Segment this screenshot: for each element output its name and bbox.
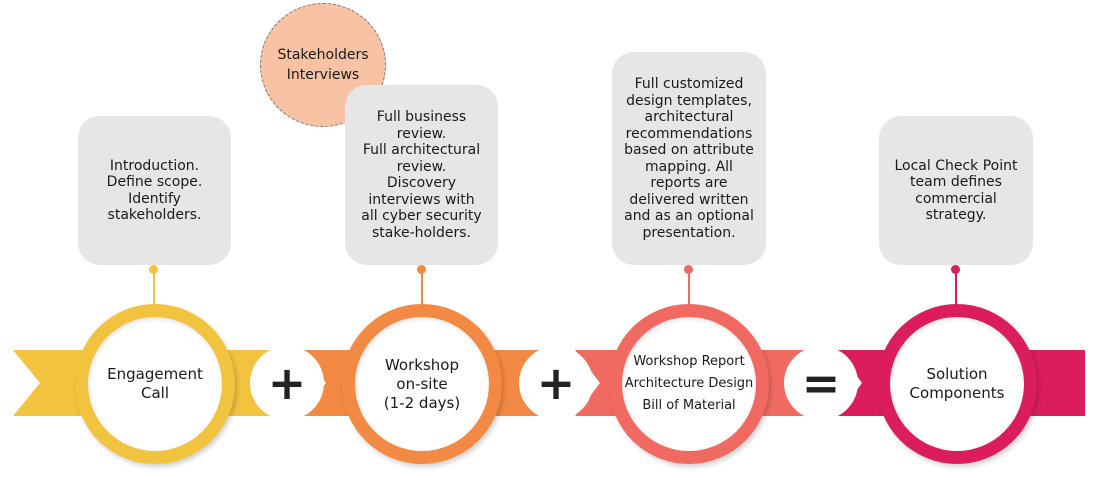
step-1-title-line: Call (140, 384, 169, 402)
step-3-card-line: design templates, (626, 92, 752, 109)
step-2-card: Full business review. Full architectural… (345, 85, 498, 265)
step-4-card: Local Check Point team defines commercia… (879, 116, 1033, 265)
step-4-card-line: team defines (910, 174, 1002, 190)
step-1-card-line: stakeholders. (107, 207, 202, 223)
step-2-card-line: review. (396, 125, 447, 142)
step-1-card-line: Define scope. (106, 174, 203, 190)
step-1-connector-dot (149, 265, 158, 274)
bubble-line-1: Stakeholders (277, 47, 369, 63)
step-1-card-line: Introduction. (109, 157, 200, 174)
step-2-title-line: on-site (396, 374, 448, 393)
step-3-title-line: Workshop Report (633, 354, 745, 369)
step-2-circle: Workshop on-site (1-2 days) (342, 304, 502, 464)
stakeholders-interviews-bubble: Stakeholders Interviews (260, 3, 386, 127)
plus-operator-1: + (250, 346, 324, 420)
step-3-card-line: Full customized (634, 76, 744, 92)
step-4-connector-line (955, 270, 957, 306)
step-2-title-line: (1-2 days) (383, 393, 461, 412)
step-1-connector-line (153, 270, 155, 306)
step-3-title-line: Bill of Material (642, 398, 736, 413)
step-2-card-line: Full business (376, 109, 467, 125)
step-2-connector-dot (417, 265, 426, 274)
step-2-connector-line (421, 270, 423, 306)
step-2-card-line: all cyber security (361, 208, 482, 224)
step-2-card-line: stake-holders. (372, 224, 471, 241)
step-2-circle-inner: Workshop on-site (1-2 days) (355, 317, 489, 451)
step-3-title-line: Architecture Design (624, 376, 754, 391)
plus-operator-2: + (519, 346, 593, 420)
step-4-connector-dot (951, 265, 960, 274)
bubble-line-2: Interviews (286, 67, 360, 83)
step-3-connector-dot (684, 265, 693, 274)
step-1-card: Introduction. Define scope. Identify sta… (78, 116, 231, 265)
step-2-card-line: interviews with (368, 191, 475, 208)
equals-operator: = (784, 346, 858, 420)
step-2-title-line: Workshop (384, 355, 459, 374)
step-3-card-line: reports are (650, 175, 728, 191)
step-3-circle: Workshop Report Architecture Design Bill… (609, 304, 769, 464)
step-2-card-line: review. (396, 158, 447, 175)
step-4-circle: Solution Components (877, 304, 1037, 464)
step-1-title-line: Engagement (107, 365, 203, 383)
step-2-card-line: Full architectural (362, 142, 481, 158)
step-3-card-line: presentation. (642, 224, 736, 241)
step-3-connector-line (688, 270, 690, 306)
step-1-circle-inner: Engagement Call (88, 317, 222, 451)
step-3-card-line: delivered written (629, 191, 749, 208)
step-3-card-line: recommendations (625, 125, 753, 142)
step-1-circle: Engagement Call (75, 304, 235, 464)
step-4-title-line: Components (909, 384, 1005, 402)
step-3-card: Full customized design templates, archit… (612, 52, 766, 265)
step-3-card-line: mapping. All (645, 158, 733, 175)
step-2-card-line: Discovery (386, 175, 457, 191)
step-3-card-line: and as an optional (624, 208, 754, 224)
step-3-circle-inner: Workshop Report Architecture Design Bill… (622, 317, 756, 451)
step-4-card-line: Local Check Point (894, 157, 1018, 174)
step-4-title-line: Solution (926, 365, 988, 383)
step-4-circle-inner: Solution Components (890, 317, 1024, 451)
step-3-card-line: based on attribute (624, 142, 754, 158)
step-4-card-line: strategy. (925, 207, 987, 223)
step-4-card-line: commercial (915, 190, 997, 207)
step-3-card-line: architectural (644, 109, 734, 125)
step-1-card-line: Identify (128, 190, 181, 207)
